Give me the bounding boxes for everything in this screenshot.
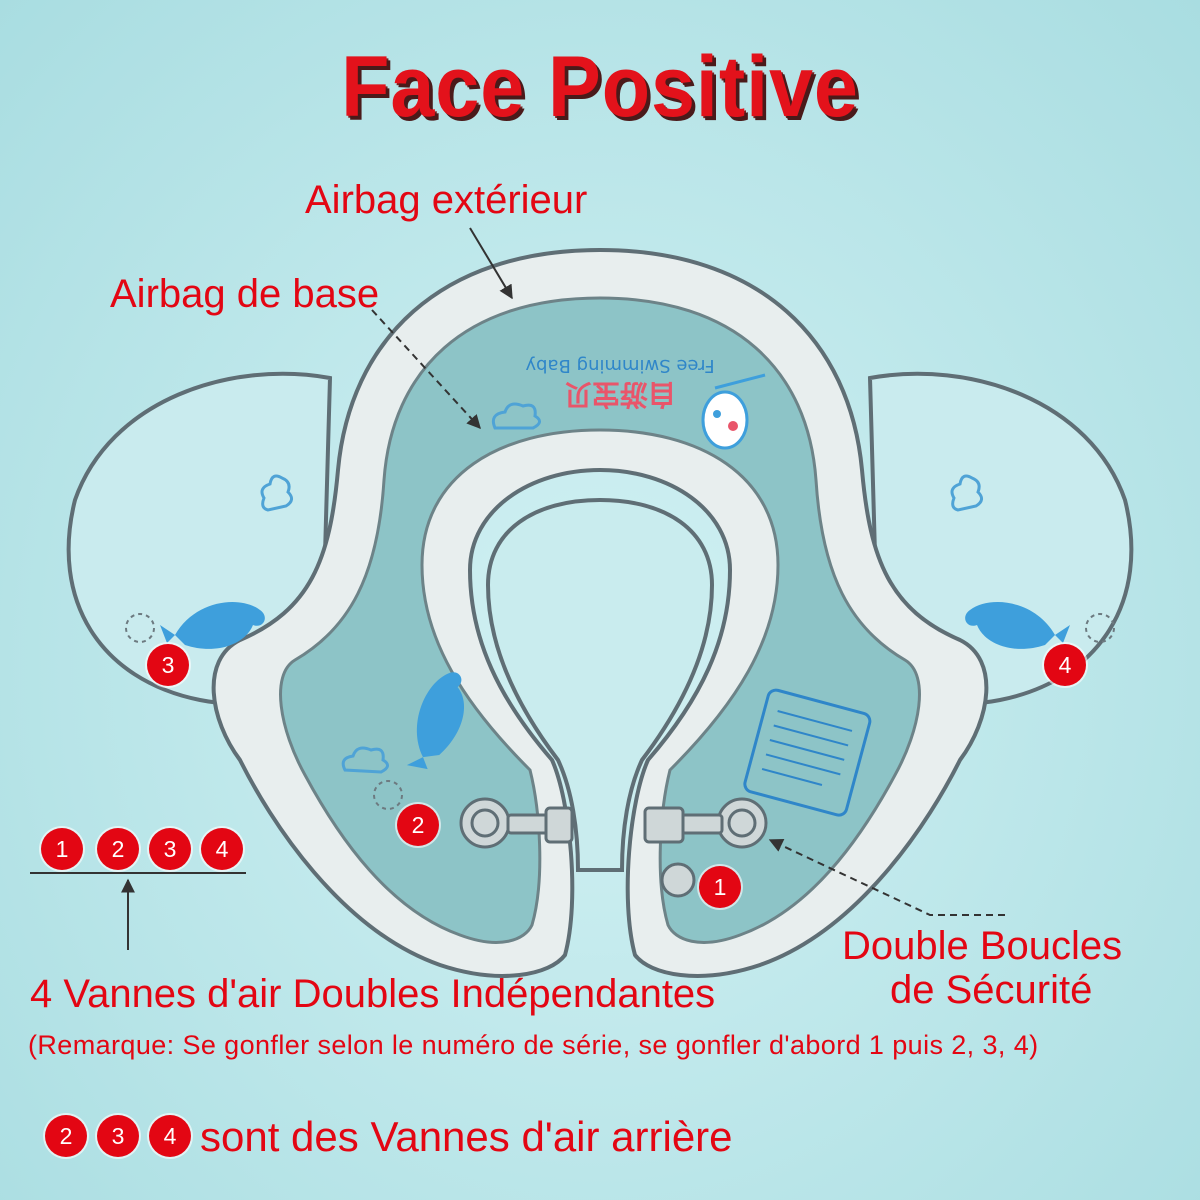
- buckle-right: [643, 797, 768, 849]
- valve-badge-4: 4: [1044, 644, 1086, 686]
- buckles-label-line1: Double Boucles: [842, 924, 1123, 968]
- legend-badge-2: 2: [97, 828, 139, 870]
- valve-cap-icon: [660, 862, 696, 898]
- brand-chinese-text: 自游宝贝: [564, 378, 677, 411]
- valve-mark-icon: [373, 780, 403, 810]
- buckles-label-line2: de Sécurité: [890, 968, 1093, 1012]
- cloud-icon: [950, 474, 983, 512]
- dolphin-icon: [406, 672, 465, 770]
- cloud-icon: [491, 402, 541, 430]
- cloud-icon: [260, 474, 293, 512]
- dolphin-icon: [160, 602, 265, 649]
- valve-badge-3: 3: [147, 644, 189, 686]
- remark-note: (Remarque: Se gonfler selon le numéro de…: [28, 1030, 1039, 1060]
- cow-mascot-icon: [701, 373, 766, 450]
- valve-badge-2: 2: [397, 804, 439, 846]
- valves-label: 4 Vannes d'air Doubles Indépendantes: [30, 972, 716, 1016]
- base-airbag-shape: [279, 296, 921, 944]
- rear-badge-2: 2: [45, 1115, 87, 1157]
- rear-badge-3: 3: [97, 1115, 139, 1157]
- dolphin-icon: [965, 602, 1070, 649]
- valve-mark-icon: [1085, 613, 1115, 643]
- valve-mark-icon: [125, 613, 155, 643]
- neck-hole: [485, 497, 715, 872]
- instruction-label: [743, 688, 872, 817]
- outer-airbag-arrow: [469, 227, 513, 300]
- rear-valves-label: sont des Vannes d'air arrière: [200, 1113, 733, 1160]
- legend-badge-1: 1: [41, 828, 83, 870]
- buckle-left: [459, 797, 574, 849]
- legend-badge-3: 3: [149, 828, 191, 870]
- cloud-icon: [341, 746, 389, 774]
- page-title: Face Positive: [341, 39, 859, 135]
- outer-airbag-label: Airbag extérieur: [305, 178, 588, 222]
- rear-badge-4: 4: [149, 1115, 191, 1157]
- buckle-arrow: [768, 839, 1005, 916]
- base-airbag-label: Airbag de base: [110, 272, 380, 316]
- brand-english-text: Free Swimming Baby: [525, 355, 715, 376]
- valve-badge-1: 1: [699, 866, 741, 908]
- brand-print: 自游宝贝 Free Swimming Baby: [520, 355, 720, 416]
- legend-badge-4: 4: [201, 828, 243, 870]
- base-airbag-arrow: [371, 309, 481, 430]
